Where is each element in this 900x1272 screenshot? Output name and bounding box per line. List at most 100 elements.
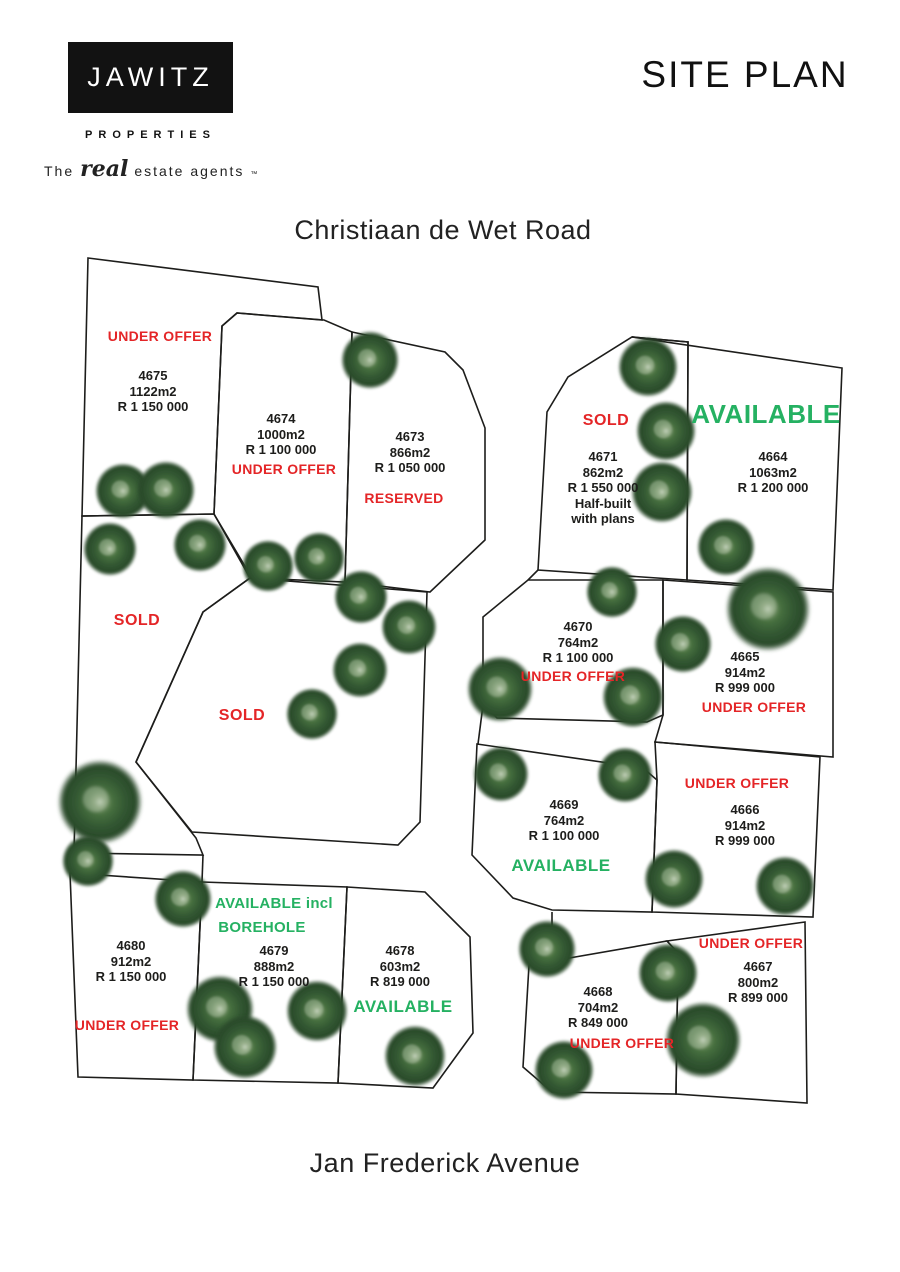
plot-4667-label: 4667 800m2 R 899 000: [728, 959, 788, 1006]
plot-4679-label: 4679 888m2 R 1 150 000: [239, 943, 310, 990]
tree: [467, 656, 533, 722]
tree: [381, 599, 437, 655]
tree: [286, 688, 338, 740]
tree: [334, 570, 388, 624]
plot-4666-erf: 4666: [730, 802, 760, 817]
plot-4667-size: 800m2: [737, 974, 779, 990]
plot-4678-boundary: [337, 886, 474, 1089]
jawitz-logo-text: JAWITZ: [87, 62, 214, 92]
plot-4667-erf: 4667: [743, 959, 773, 974]
plot-sold-left-status: SOLD: [113, 612, 161, 629]
plot-4669-size: 764m2: [543, 812, 585, 828]
plot-4669-price: R 1 100 000: [528, 828, 600, 843]
plot-4680-size: 912m2: [110, 953, 152, 969]
plot-4670-price: R 1 100 000: [542, 650, 614, 665]
plot-4680-label: 4680 912m2 R 1 150 000: [96, 938, 167, 985]
plot-4671-status: SOLD: [582, 412, 630, 429]
tree: [586, 566, 638, 618]
plot-4671-note2: with plans: [571, 511, 635, 526]
plot-4669-erf: 4669: [549, 797, 579, 812]
tree: [384, 1025, 446, 1087]
tree: [62, 835, 114, 887]
plot-4664-erf: 4664: [758, 449, 788, 464]
tagline-script-word: real: [80, 156, 129, 182]
plot-4674-price: R 1 100 000: [245, 442, 317, 457]
tree: [518, 920, 576, 978]
plot-4668-label: 4668 704m2 R 849 000: [568, 984, 628, 1031]
tree: [332, 642, 388, 698]
plot-4670-size: 764m2: [557, 634, 599, 650]
tree: [597, 747, 653, 803]
tree: [636, 401, 696, 461]
road-label-top: Christiaan de Wet Road: [294, 215, 592, 245]
plot-4673-status: RESERVED: [364, 490, 444, 506]
plot-4665-erf: 4665: [730, 649, 760, 664]
plot-4680-erf: 4680: [116, 938, 146, 953]
plot-4664-status: AVAILABLE: [691, 399, 841, 429]
tree: [137, 461, 195, 519]
plot-4668-erf: 4668: [583, 984, 613, 999]
plot-4671-size: 862m2: [582, 464, 624, 480]
jawitz-logo: JAWITZ: [68, 42, 233, 113]
plot-4671-erf: 4671: [588, 449, 618, 464]
plot-4675-price: R 1 150 000: [117, 399, 189, 414]
plot-4666-size: 914m2: [724, 817, 766, 833]
tree: [644, 849, 704, 909]
tagline-post: estate agents: [134, 163, 245, 179]
plot-4668-status: UNDER OFFER: [569, 1035, 675, 1051]
plot-4674-erf: 4674: [266, 411, 296, 426]
plot-4665-size: 914m2: [724, 664, 766, 680]
plot-4675-size: 1122m2: [129, 383, 177, 399]
tree: [173, 518, 227, 572]
plot-4675-status: UNDER OFFER: [107, 328, 213, 344]
plot-4666-label: 4666 914m2 R 999 000: [715, 802, 775, 849]
tree: [638, 943, 698, 1003]
plot-4664-label: 4664 1063m2 R 1 200 000: [738, 449, 809, 496]
plot-4679-erf: 4679: [259, 943, 289, 958]
plot-4678-erf: 4678: [385, 943, 415, 958]
plot-4666-price: R 999 000: [715, 833, 775, 848]
boundary-connector: [527, 569, 539, 581]
tree: [755, 856, 815, 916]
tree: [654, 615, 712, 673]
plot-4667-status: UNDER OFFER: [698, 935, 804, 951]
plot-4667-price: R 899 000: [728, 990, 788, 1005]
plot-4673-erf: 4673: [395, 429, 425, 444]
plot-4673-price: R 1 050 000: [374, 460, 446, 475]
tree: [473, 746, 529, 802]
plot-4673-size: 866m2: [389, 444, 431, 460]
plot-4678-status: AVAILABLE: [353, 997, 453, 1016]
plot-4679-status-line1: AVAILABLE incl: [215, 895, 333, 912]
plot-4679-size: 888m2: [253, 958, 295, 974]
plot-4670-status: UNDER OFFER: [520, 668, 626, 684]
tagline-pre: The: [44, 163, 75, 179]
plot-4671-note1: Half-built: [574, 495, 632, 511]
tree: [83, 522, 137, 576]
plot-4674-label: 4674 1000m2 R 1 100 000: [246, 411, 317, 458]
tree: [697, 518, 755, 576]
plot-4674-status: UNDER OFFER: [231, 461, 337, 477]
plot-4671-price: R 1 550 000: [567, 480, 639, 495]
tree: [631, 461, 693, 523]
plot-4665-label: 4665 914m2 R 999 000: [715, 649, 775, 696]
tree: [618, 337, 678, 397]
plot-4679-price: R 1 150 000: [238, 974, 310, 989]
plot-4666-status: UNDER OFFER: [684, 775, 790, 791]
plot-4670-erf: 4670: [563, 619, 593, 634]
plot-4669-status: AVAILABLE: [511, 856, 611, 875]
plot-4669-label: 4669 764m2 R 1 100 000: [529, 797, 600, 844]
plot-4666-boundary: [651, 741, 821, 918]
plot-4671-label: 4671 862m2 R 1 550 000 Half-built with p…: [568, 449, 639, 527]
tree: [341, 331, 399, 389]
plot-4675-label: 4675 1122m2 R 1 150 000: [118, 368, 189, 415]
plot-4680-price: R 1 150 000: [95, 969, 167, 984]
trademark-symbol: ™: [250, 171, 258, 178]
road-label-bottom: Jan Frederick Avenue: [309, 1148, 581, 1178]
plot-4664-price: R 1 200 000: [737, 480, 809, 495]
tree: [154, 870, 212, 928]
plot-4668-size: 704m2: [577, 999, 619, 1015]
plot-4670-label: 4670 764m2 R 1 100 000: [543, 619, 614, 666]
tree: [726, 567, 810, 651]
plot-4678-label: 4678 603m2 R 819 000: [370, 943, 430, 990]
jawitz-tagline: The real estate agents ™: [44, 156, 284, 182]
